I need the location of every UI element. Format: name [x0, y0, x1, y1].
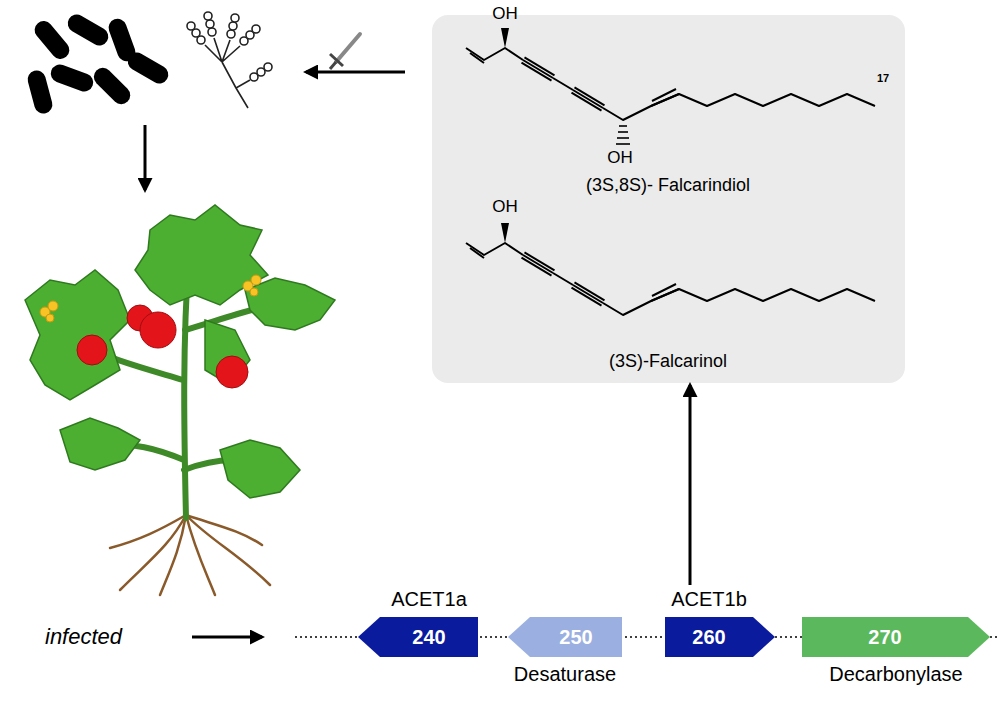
hydroxyl-label: OH — [492, 4, 518, 24]
gene-arrow: ACET1b 260 — [665, 585, 775, 657]
tomato-plant — [25, 205, 335, 595]
structure-panel — [432, 15, 905, 383]
condition-label: infected — [45, 624, 122, 650]
gene-arrow: 270Decarbonylase — [802, 617, 990, 689]
compound-name: (3S)-Falcarinol — [609, 351, 727, 372]
falcarinol-structure — [466, 243, 875, 315]
gene-number: 260 — [692, 626, 725, 649]
gene-arrow: 250Desaturase — [508, 617, 622, 689]
compound-name: (3S,8S)- Falcarindiol — [586, 175, 750, 196]
hydroxyl-label: OH — [492, 197, 518, 217]
gene-arrow: ACET1a 240 — [358, 585, 478, 657]
hydroxyl-label: OH — [607, 148, 633, 168]
gene-name: ACET1b — [671, 588, 747, 611]
bacteria-icon — [26, 11, 172, 115]
enzyme-name: Decarbonylase — [829, 663, 962, 686]
gene-number: 240 — [412, 626, 445, 649]
enzyme-name: Desaturase — [514, 663, 616, 686]
fungus-icon — [187, 12, 272, 108]
atom-number: 17 — [877, 72, 889, 84]
falcarindiol-structure — [466, 48, 875, 120]
gene-number: 250 — [559, 626, 592, 649]
sword-icon — [330, 34, 360, 69]
pathway-arrow — [689, 385, 692, 585]
gene-name: ACET1a — [391, 588, 467, 611]
gene-number: 270 — [868, 626, 901, 649]
